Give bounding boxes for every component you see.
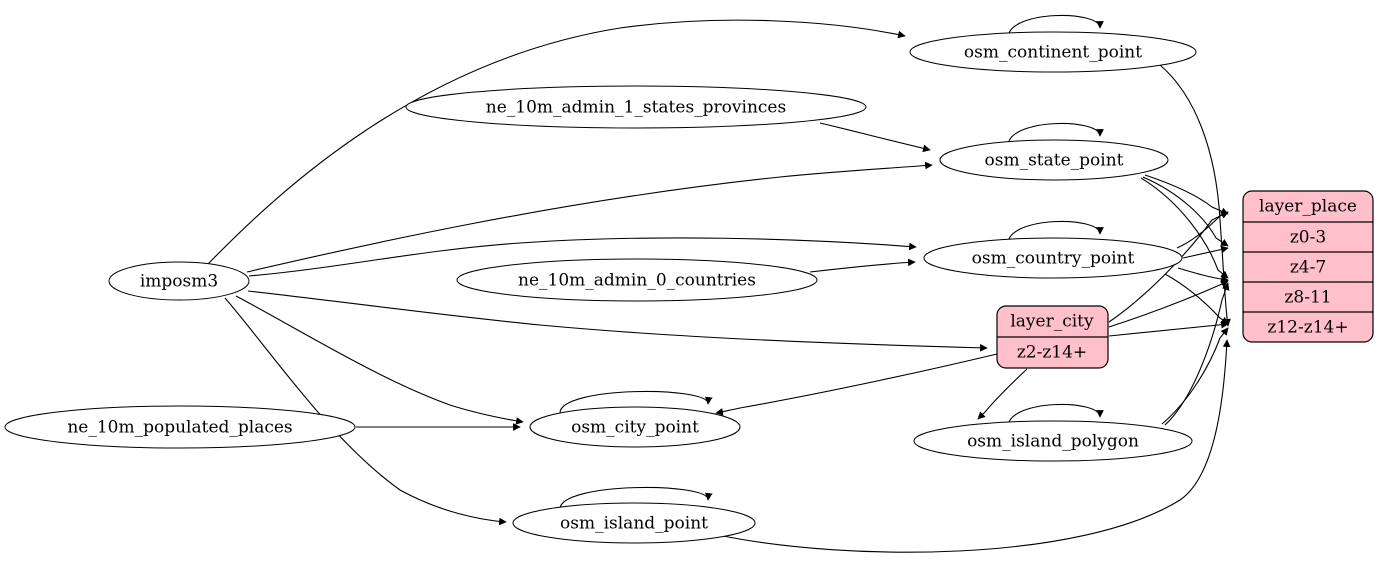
- edge-layer_city-to-osm_island_polygon: [977, 368, 1028, 420]
- node-label-osm_island_point: osm_island_point: [560, 514, 708, 534]
- edge-osm_country_point-to-layer_place-z12: [1164, 273, 1229, 325]
- edge-osm_state_point-to-layer_place-z4: [1142, 176, 1229, 247]
- edge-osm_country_point-to-layer_place-z8: [1177, 267, 1229, 283]
- node-osm_state_point[interactable]: osm_state_point: [939, 139, 1169, 181]
- record-node-layer_city[interactable]: layer_city z2-z14+: [996, 305, 1109, 369]
- record-header-layer_city: layer_city: [1010, 312, 1094, 332]
- record-header-layer_place: layer_place: [1259, 197, 1357, 217]
- edge-layer_city-to-layer_place-z12: [1108, 320, 1229, 337]
- record-node-layer_place[interactable]: layer_place z0-3 z4-7 z8-11 z12-z14+: [1242, 190, 1374, 343]
- edge-imposm3-to-osm_continent_point: [207, 19, 906, 265]
- edge-osm_state_point-to-layer_place-z0: [1144, 174, 1229, 215]
- edge-osm_island_polygon-to-layer_place-z8: [1164, 282, 1230, 426]
- edge-imposm3-to-osm_island_point: [224, 297, 507, 526]
- record-row-layer_city-0[interactable]: z2-z14+: [1017, 343, 1087, 363]
- edge-imposm3-to-osm_state_point: [246, 161, 933, 273]
- record-row-layer_place-1[interactable]: z4-7: [1290, 258, 1326, 278]
- edge-self-osm_island_point: [559, 486, 713, 510]
- record-row-layer_place-2[interactable]: z8-11: [1284, 288, 1331, 308]
- edge-osm_state_point-to-layer_place-z8: [1140, 177, 1229, 279]
- node-label-ne_10m_admin_1_states_provinces: ne_10m_admin_1_states_provinces: [486, 98, 786, 118]
- edge-layer_city-to-layer_place-z0: [1108, 211, 1229, 323]
- node-imposm3[interactable]: imposm3: [108, 261, 250, 301]
- node-label-ne_10m_admin_0_countries: ne_10m_admin_0_countries: [518, 271, 756, 291]
- edge-layer: [207, 14, 1231, 553]
- edge-ne_states-to-osm_state_point: [819, 122, 931, 153]
- edge-self-osm_city_point: [559, 390, 713, 414]
- node-layer: imposm3 ne_10m_admin_1_states_provinces …: [4, 31, 1374, 544]
- edge-osm_island_point-to-layer_place-z12: [717, 339, 1231, 553]
- node-label-osm_continent_point: osm_continent_point: [964, 43, 1142, 63]
- edge-self-osm_state_point: [1007, 122, 1104, 146]
- record-row-layer_place-0[interactable]: z0-3: [1290, 228, 1326, 248]
- edge-self-osm_island_polygon: [1007, 403, 1104, 427]
- node-label-osm_country_point: osm_country_point: [972, 249, 1135, 269]
- node-label-osm_island_polygon: osm_island_polygon: [967, 432, 1139, 452]
- node-ne_10m_populated_places[interactable]: ne_10m_populated_places: [4, 405, 356, 449]
- edge-ne_countries-to-osm_country_point: [809, 258, 916, 273]
- record-row-layer_place-3[interactable]: z12-z14+: [1267, 318, 1348, 338]
- edge-self-osm_continent_point: [1007, 14, 1104, 38]
- node-label-osm_state_point: osm_state_point: [985, 151, 1124, 171]
- node-label-ne_10m_populated_places: ne_10m_populated_places: [67, 418, 292, 438]
- edge-layer_city-to-layer_place-z8: [1108, 280, 1229, 328]
- node-ne_10m_admin_0_countries[interactable]: ne_10m_admin_0_countries: [456, 258, 818, 302]
- node-osm_continent_point[interactable]: osm_continent_point: [909, 31, 1197, 73]
- edge-imposm3-to-layer_city: [247, 290, 988, 352]
- node-osm_island_point[interactable]: osm_island_point: [512, 502, 756, 544]
- edge-osm_continent_point-to-layer_place-z12: [1159, 64, 1231, 327]
- node-osm_island_polygon[interactable]: osm_island_polygon: [913, 420, 1193, 462]
- edge-self-osm_country_point: [1007, 220, 1104, 244]
- node-osm_country_point[interactable]: osm_country_point: [923, 237, 1183, 279]
- node-label-imposm3: imposm3: [140, 272, 218, 292]
- edge-osm_country_point-to-layer_place-z4: [1182, 245, 1229, 259]
- edge-imposm3-to-osm_city_point: [235, 295, 524, 425]
- node-osm_city_point[interactable]: osm_city_point: [529, 406, 741, 448]
- edge-layer_city-to-osm_city_point: [715, 353, 998, 416]
- node-ne_10m_admin_1_states_provinces[interactable]: ne_10m_admin_1_states_provinces: [405, 85, 867, 129]
- edge-osm_island_polygon-to-layer_place-z12: [1161, 327, 1229, 425]
- node-label-osm_city_point: osm_city_point: [571, 418, 699, 438]
- edge-imposm3-to-osm_country_point: [248, 237, 917, 277]
